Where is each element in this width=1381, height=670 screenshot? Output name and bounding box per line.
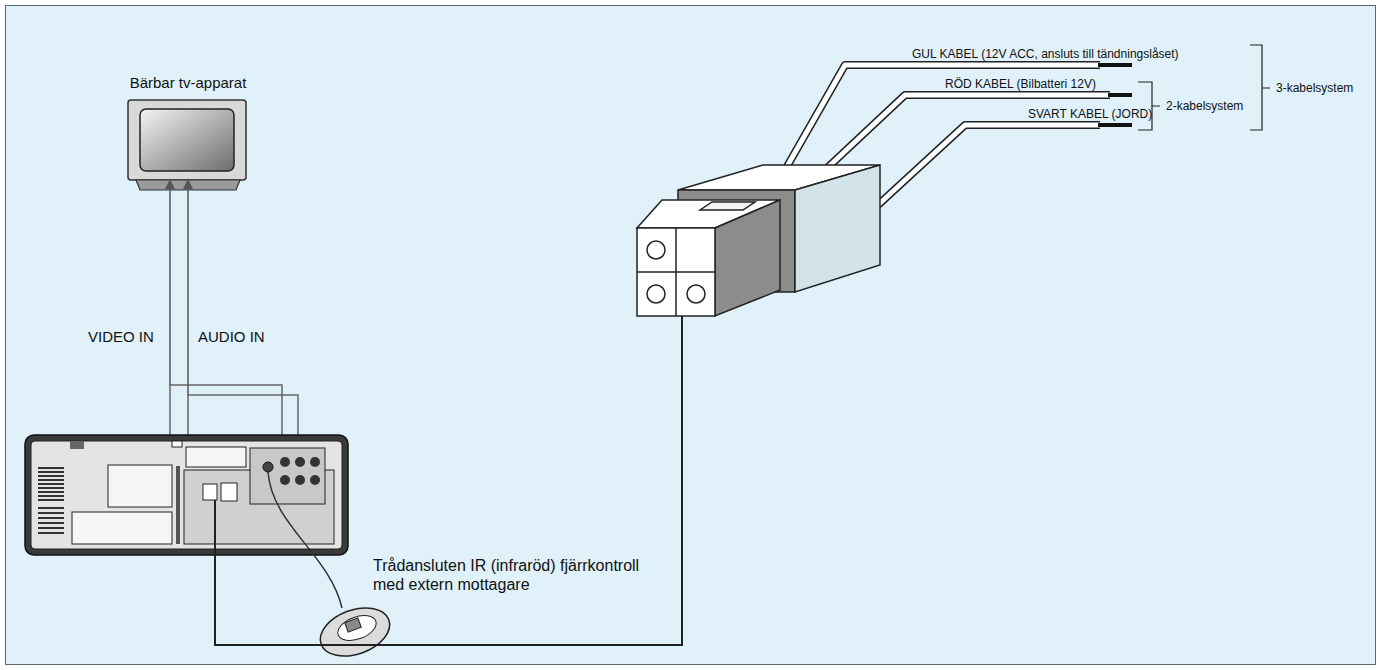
vcr-rear [38,522,64,524]
vcr-rear [38,471,64,473]
vcr-rear [203,484,217,500]
vcr-rear [186,447,246,467]
bracket [1138,82,1160,130]
vcr-rear [263,462,273,472]
av-cables [187,184,189,395]
vcr-rear [38,475,64,477]
adapter-box [637,228,715,316]
vcr-rear [310,475,320,485]
tv-set [128,100,246,180]
adapter-box [647,285,665,303]
vcr-rear [295,457,305,467]
device-label: Bärbar tv-apparat [113,74,263,92]
adapter-box [637,165,880,316]
background-frame [6,6,1376,665]
power-wires [825,95,1110,170]
remote-receiver [345,618,362,632]
vcr-rear [172,441,182,447]
vcr-rear [176,466,180,544]
device-label: Trådansluten IR (infraröd) fjärrkontroll… [373,556,648,594]
power-wires [825,95,1110,170]
vcr-rear [72,512,172,544]
vcr-rear [250,448,325,504]
signal-label: AUDIO IN [198,328,265,346]
bracket [1250,45,1270,130]
adapter-box [795,165,880,292]
vcr-rear [38,527,64,529]
vcr-rear [31,441,342,549]
adapter-box [715,200,780,316]
adapter-box [637,228,715,316]
remote-receiver [268,472,342,608]
vcr-rear [38,467,64,469]
power-wires [878,125,1100,205]
adapter-box [687,285,705,303]
system-label: 3-kabelsystem [1276,81,1353,95]
adapter-box [647,241,665,259]
av-cables [169,184,171,385]
wire-label: RÖD KABEL (Bilbatteri 12V) [945,77,1096,91]
vcr-rear [38,499,64,501]
vcr-rear [38,491,64,493]
vcr-rear [38,479,64,481]
vcr-rear [38,483,64,485]
vcr-rear [38,517,64,519]
remote-receiver [334,611,379,645]
tv-set [128,100,246,190]
vcr-rear [38,532,64,534]
tv-set [140,109,234,171]
signal-label: VIDEO IN [88,328,154,346]
vcr-rear [38,507,64,509]
dc-power-cable [215,316,682,645]
adapter-box [700,202,755,210]
wire-label: SVART KABEL (JORD) [1028,107,1152,121]
vcr-rear [221,483,237,501]
vcr-rear [310,457,320,467]
power-wires [878,125,1100,205]
vcr-rear [38,487,64,489]
vcr-rear [70,441,84,449]
vcr-rear [280,475,290,485]
wire-label: GUL KABEL (12V ACC, ansluts till tändnin… [912,47,1179,61]
vcr-rear [280,457,290,467]
vcr-rear [108,465,172,507]
vcr-rear [38,495,64,497]
vcr-rear [38,468,64,533]
remote-receiver [314,599,397,665]
vcr-rear [295,475,305,485]
av-cables [170,184,298,460]
vcr-rear [38,512,64,514]
system-label: 2-kabelsystem [1166,99,1243,113]
